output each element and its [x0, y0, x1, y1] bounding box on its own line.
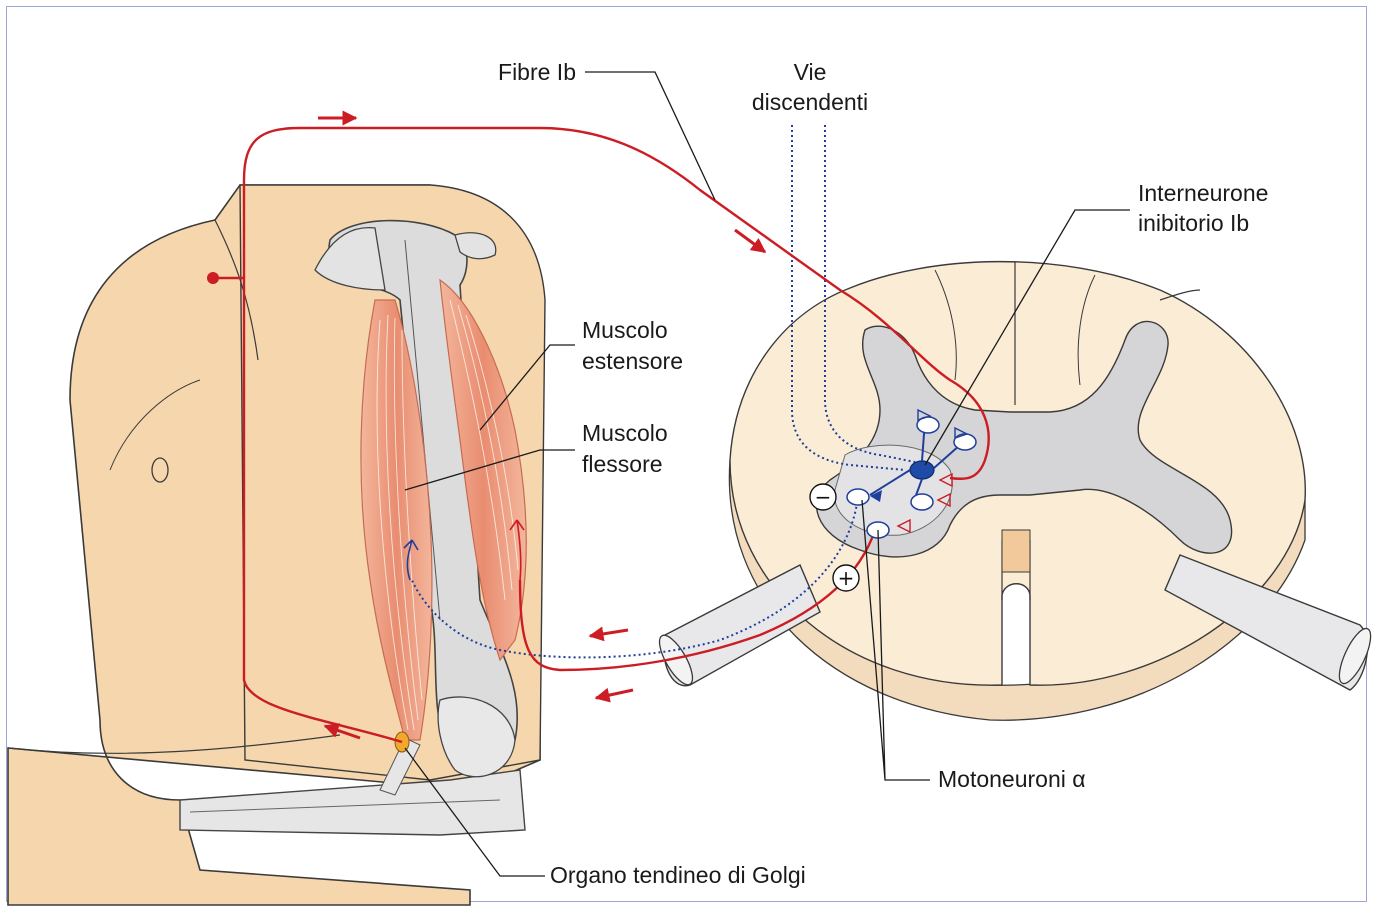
label-muscolo-estensore-2: estensore — [582, 348, 683, 374]
spinal-cord — [653, 262, 1375, 721]
dorsal-root-ganglion — [207, 272, 219, 284]
label-fibre-ib: Fibre Ib — [498, 59, 576, 85]
motoneuron-4 — [911, 494, 933, 510]
label-muscolo-flessore-1: Muscolo — [582, 420, 668, 446]
inhibitory-sign: − — [815, 485, 832, 509]
label-motoneuroni: Motoneuroni α — [938, 766, 1086, 792]
motoneuron-3 — [847, 489, 869, 505]
label-muscolo-estensore-1: Muscolo — [582, 317, 668, 343]
label-discendenti: discendenti — [752, 89, 868, 115]
arrow-efferent-lower — [596, 690, 633, 698]
inhibitory-interneuron — [910, 461, 934, 479]
excitatory-sign: + — [838, 566, 855, 590]
label-interneurone: Interneurone — [1138, 180, 1268, 206]
leader-fibre-ib — [585, 72, 715, 200]
label-organo-golgi: Organo tendineo di Golgi — [550, 862, 806, 888]
central-canal-fissure — [1002, 530, 1030, 572]
label-muscolo-flessore-2: flessore — [582, 451, 663, 477]
label-vie: Vie — [794, 59, 827, 85]
label-inibitorio: inibitorio Ib — [1138, 210, 1249, 236]
arrow-efferent-upper — [590, 630, 628, 636]
motoneuron-2 — [954, 434, 976, 450]
